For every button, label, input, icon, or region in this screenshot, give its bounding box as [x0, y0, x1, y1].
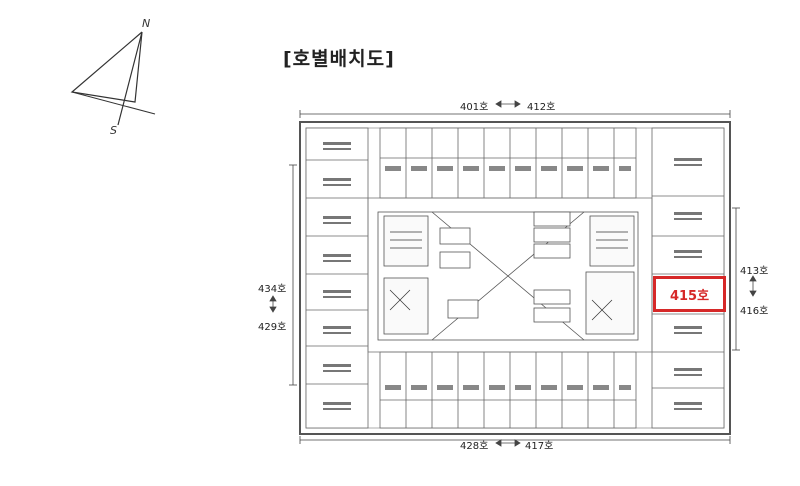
highlighted-unit-label: 415호 — [669, 288, 710, 304]
right-range-start: 413호 — [740, 266, 769, 277]
top-unit-row — [379, 127, 637, 199]
compass-north-label: N — [142, 17, 150, 30]
right-range-end: 416호 — [740, 306, 769, 317]
top-range-start: 401호 — [460, 102, 489, 113]
bottom-unit-row — [379, 351, 637, 429]
compass-south-label: S — [110, 124, 117, 135]
central-core — [377, 211, 639, 341]
left-range-end: 429호 — [258, 322, 287, 333]
left-range-start: 434호 — [258, 284, 287, 295]
bottom-range-start: 428호 — [460, 441, 489, 452]
left-unit-column — [305, 127, 369, 429]
dimension-lines — [269, 100, 757, 447]
page-title: [호별배치도] — [283, 48, 395, 70]
bottom-range-end: 417호 — [525, 441, 554, 452]
north-arrow-compass-icon: N S — [70, 17, 156, 135]
highlighted-unit-415[interactable]: 415호 — [653, 276, 726, 312]
top-range-end: 412호 — [527, 102, 556, 113]
